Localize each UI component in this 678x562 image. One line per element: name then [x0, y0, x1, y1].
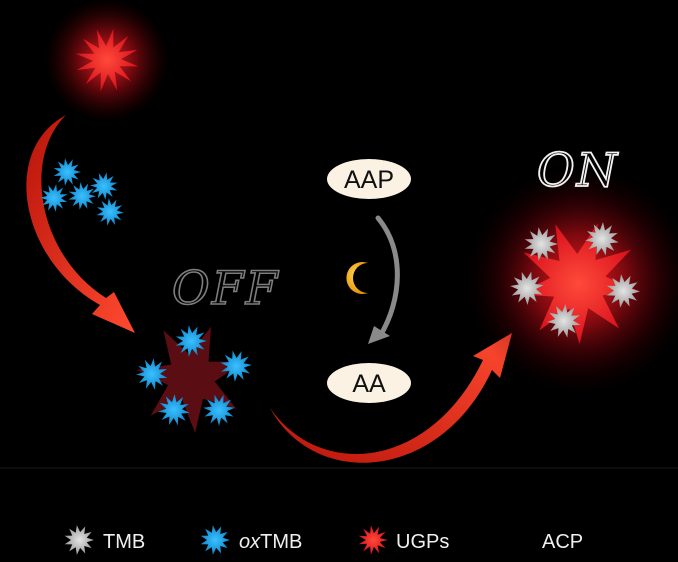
oxtmb-blue-star-shape — [200, 525, 230, 555]
oxtmb-blue-star-icon — [136, 358, 168, 390]
oxtmb-blue-star-icon — [68, 182, 96, 210]
oxtmb-blue-star-icon — [53, 158, 81, 186]
aa-pill: AA — [327, 363, 411, 403]
oxtmb-blue-star-icon — [158, 394, 190, 426]
legend: TMB oxTMB UGPs ACP — [64, 525, 583, 555]
gray-spiky-star-icon — [64, 525, 94, 555]
ugp-quenched-star-icon — [136, 326, 244, 433]
oxtmb-blue-star-icon — [203, 394, 235, 426]
legend-acp-label: ACP — [542, 531, 583, 553]
gray-conversion-arrow — [368, 215, 400, 344]
oxtmb-blue-star-icon — [40, 184, 68, 212]
legend-oxtmb-label: oxTMB — [239, 531, 302, 553]
red-curved-arrow-left — [26, 115, 135, 333]
aap-pill: AAP — [327, 159, 411, 199]
on-complex — [465, 165, 678, 395]
tmb-gray-star-icon — [547, 304, 581, 338]
crescent-icon — [508, 527, 522, 555]
off-complex — [136, 325, 252, 433]
legend-tmb-label: TMB — [103, 531, 145, 553]
ugps-red-star-shape — [358, 525, 388, 555]
ugps-emitter — [45, 0, 169, 122]
state-off-label: OFF — [172, 261, 280, 315]
ugp-red-star-icon — [75, 28, 139, 92]
ugp-bright-star-icon — [517, 223, 640, 344]
tmb-gray-star-shape — [64, 525, 94, 555]
oxtmb-blue-star-icon — [90, 172, 118, 200]
oxtmb-blue-star-icon — [175, 325, 207, 357]
oxtmb-cluster — [40, 158, 124, 226]
legend-oxtmb-main: TMB — [260, 531, 302, 553]
legend-oxtmb-prefix: ox — [239, 531, 261, 553]
tmb-gray-star-icon — [524, 227, 558, 261]
oxtmb-blue-star-icon — [96, 198, 124, 226]
aap-label: AAP — [344, 166, 394, 194]
oxtmb-blue-star-icon — [220, 350, 252, 382]
blue-spiky-star-icon — [200, 525, 230, 555]
aa-label: AA — [352, 370, 386, 398]
tmb-gray-star-icon — [585, 222, 619, 256]
red-spiky-star-icon — [358, 525, 388, 555]
acp-crescent-icon — [346, 262, 368, 294]
state-on-label: ON — [537, 143, 619, 197]
legend-ugps-label: UGPs — [396, 531, 449, 553]
tmb-gray-star-icon — [510, 271, 544, 305]
red-curved-arrow-bottom — [270, 333, 512, 463]
tmb-gray-star-icon — [606, 274, 640, 308]
